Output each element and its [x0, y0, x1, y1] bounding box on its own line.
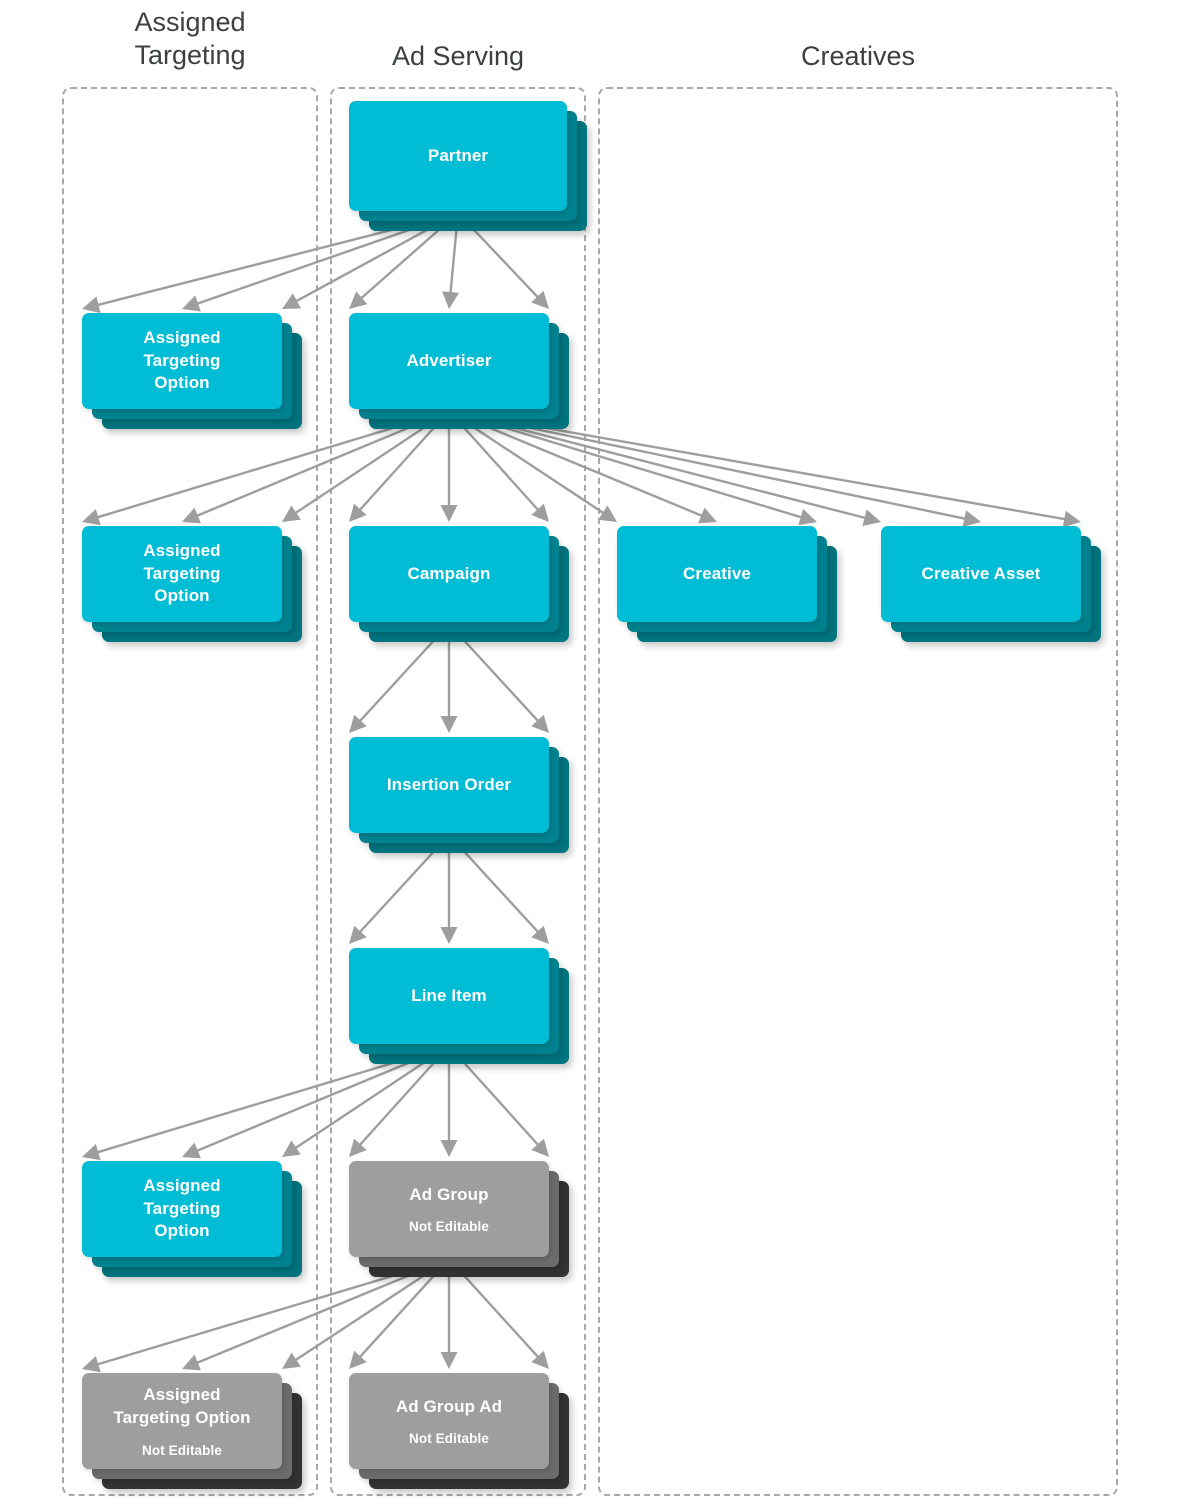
node-label: Campaign [407, 563, 491, 583]
node-editability-label: Not Editable [409, 1219, 489, 1235]
node-card-front[interactable]: Insertion Order [349, 737, 549, 833]
node-label: Line Item [411, 985, 487, 1005]
entity-node-ato-advertiser[interactable]: Assigned Targeting Option [82, 526, 304, 644]
entity-node-line-item[interactable]: Line Item [349, 948, 571, 1066]
entity-node-ad-group-ad[interactable]: Ad Group Ad Not Editable [349, 1373, 571, 1491]
entity-node-partner[interactable]: Partner [349, 101, 589, 233]
node-card-front[interactable]: Assigned Targeting Option [82, 313, 282, 409]
node-label: Insertion Order [386, 774, 512, 794]
lane-title-creatives: Creatives [800, 41, 916, 71]
entity-node-creative[interactable]: Creative [617, 526, 839, 644]
node-card-front[interactable]: Assigned Targeting Option [82, 1161, 282, 1257]
node-label: Assigned Targeting Option [143, 1176, 221, 1241]
node-card-front[interactable]: Assigned Targeting Option [82, 526, 282, 622]
lane-title-ad-serving: Ad Serving [391, 41, 525, 71]
node-card-front[interactable]: Creative Asset [881, 526, 1081, 622]
node-label: Partner [427, 145, 489, 165]
node-editability-label: Not Editable [142, 1442, 222, 1458]
node-label: Advertiser [406, 350, 492, 370]
entity-node-ato-partner[interactable]: Assigned Targeting Option [82, 313, 304, 431]
node-editability-label: Not Editable [409, 1431, 489, 1447]
node-label: Ad Group Ad [395, 1396, 503, 1416]
node-label: Assigned Targeting Option [143, 328, 221, 393]
lane-ad-serving [330, 87, 586, 1496]
edge-advertiser-to-creative-asset [447, 409, 1081, 528]
node-label: Assigned Targeting Option [143, 541, 221, 606]
entity-node-advertiser[interactable]: Advertiser [349, 313, 571, 431]
node-card-front[interactable]: Advertiser [349, 313, 549, 409]
entity-node-insertion-order[interactable]: Insertion Order [349, 737, 571, 855]
node-label: Creative Asset [921, 563, 1041, 583]
node-card-front[interactable]: Creative [617, 526, 817, 622]
node-card-front[interactable]: Partner [349, 101, 567, 211]
node-label: Assigned Targeting Option [113, 1385, 251, 1427]
lane-title-assigned-targeting: Assigned Targeting [134, 7, 246, 70]
entity-node-campaign[interactable]: Campaign [349, 526, 571, 644]
node-label: Creative [683, 563, 751, 583]
lane-creatives [598, 87, 1118, 1496]
lane-assigned-targeting [62, 87, 318, 1496]
entity-node-ato-line-item[interactable]: Assigned Targeting Option [82, 1161, 304, 1279]
entity-node-creative-asset[interactable]: Creative Asset [881, 526, 1103, 644]
node-card-front[interactable]: Line Item [349, 948, 549, 1044]
node-card-front[interactable]: Campaign [349, 526, 549, 622]
node-label: Ad Group [409, 1184, 489, 1204]
node-card-front[interactable]: Ad Group Ad Not Editable [349, 1373, 549, 1469]
